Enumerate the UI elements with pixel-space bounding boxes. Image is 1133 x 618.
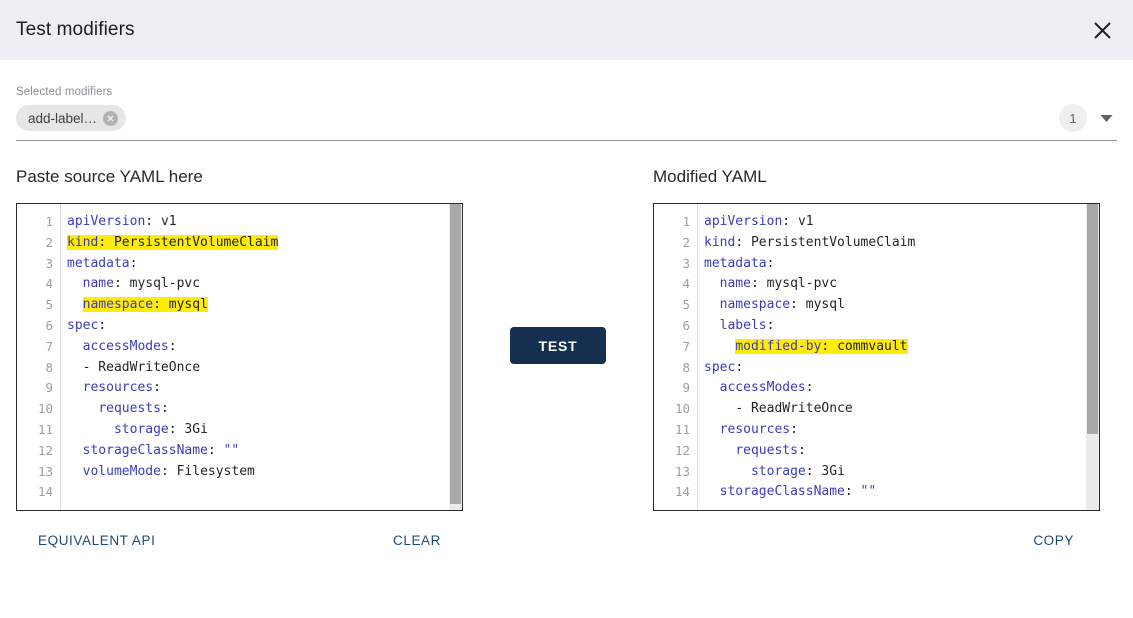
- code-line: spec:: [67, 316, 449, 337]
- line-number: 14: [17, 482, 60, 503]
- modified-scrollbar-thumb[interactable]: [1087, 204, 1098, 434]
- line-number: 3: [17, 254, 60, 275]
- line-number: 2: [654, 233, 697, 254]
- line-number: 7: [654, 337, 697, 358]
- code-line: modified-by: commvault: [704, 337, 1086, 358]
- source-scrollbar-thumb[interactable]: [450, 204, 461, 504]
- line-number: 9: [17, 378, 60, 399]
- code-line: labels:: [704, 316, 1086, 337]
- line-number: 6: [17, 316, 60, 337]
- code-line: kind: PersistentVolumeClaim: [704, 233, 1086, 254]
- modifiers-controls: 1: [1059, 104, 1117, 132]
- line-number: 10: [654, 399, 697, 420]
- dialog-header: Test modifiers: [0, 0, 1133, 60]
- source-scrollbar[interactable]: [449, 204, 462, 510]
- footer-left-group: EQUIVALENT API CLEAR: [16, 527, 463, 554]
- copy-button[interactable]: COPY: [1029, 527, 1078, 554]
- code-line: requests:: [67, 399, 449, 420]
- code-line: spec:: [704, 358, 1086, 379]
- code-line: metadata:: [67, 254, 449, 275]
- equivalent-api-button[interactable]: EQUIVALENT API: [34, 527, 159, 554]
- clear-button[interactable]: CLEAR: [389, 527, 445, 554]
- remove-circle-icon[interactable]: [103, 111, 118, 126]
- code-line: volumeMode: Filesystem: [67, 462, 449, 483]
- code-line: resources:: [67, 378, 449, 399]
- line-number: 3: [654, 254, 697, 275]
- code-line: storage: 3Gi: [67, 420, 449, 441]
- modified-yaml-panel: Modified YAML 1234567891011121314 apiVer…: [653, 167, 1100, 511]
- line-number: 1: [654, 212, 697, 233]
- source-code-content[interactable]: apiVersion: v1kind: PersistentVolumeClai…: [61, 204, 449, 510]
- line-number: 5: [654, 295, 697, 316]
- source-yaml-editor[interactable]: 1234567891011121314 apiVersion: v1kind: …: [16, 203, 463, 511]
- source-yaml-panel: Paste source YAML here 12345678910111213…: [16, 167, 463, 511]
- footer-right-group: COPY: [653, 527, 1100, 554]
- code-line: [67, 482, 449, 503]
- source-yaml-title: Paste source YAML here: [16, 167, 463, 189]
- code-line: namespace: mysql: [704, 295, 1086, 316]
- chevron-down-icon[interactable]: [1097, 109, 1115, 127]
- modified-code-content[interactable]: apiVersion: v1kind: PersistentVolumeClai…: [698, 204, 1086, 510]
- code-line: accessModes:: [67, 337, 449, 358]
- line-number: 14: [654, 482, 697, 503]
- line-number: 6: [654, 316, 697, 337]
- test-action-column: TEST: [463, 167, 653, 511]
- modified-yaml-editor[interactable]: 1234567891011121314 apiVersion: v1kind: …: [653, 203, 1100, 511]
- modifier-chip-label: add-label…: [28, 111, 97, 126]
- code-line: - ReadWriteOnce: [67, 358, 449, 379]
- page-title: Test modifiers: [16, 19, 135, 41]
- modifier-chip[interactable]: add-label…: [16, 105, 126, 131]
- code-line: metadata:: [704, 254, 1086, 275]
- status-badge: 1: [1059, 104, 1087, 132]
- line-number: 7: [17, 337, 60, 358]
- code-line: kind: PersistentVolumeClaim: [67, 233, 449, 254]
- line-number: 12: [17, 441, 60, 462]
- line-number: 11: [654, 420, 697, 441]
- line-number: 1: [17, 212, 60, 233]
- line-number: 5: [17, 295, 60, 316]
- close-button[interactable]: [1085, 13, 1119, 47]
- code-line: name: mysql-pvc: [704, 274, 1086, 295]
- modifier-count: 1: [1069, 111, 1076, 126]
- code-line: storageClassName: "": [704, 482, 1086, 503]
- line-number: 4: [654, 274, 697, 295]
- modified-line-numbers: 1234567891011121314: [654, 204, 698, 510]
- line-number: 13: [654, 462, 697, 483]
- code-line: resources:: [704, 420, 1086, 441]
- code-line: accessModes:: [704, 378, 1086, 399]
- code-line: storageClassName: "": [67, 441, 449, 462]
- editors-area: Paste source YAML here 12345678910111213…: [0, 167, 1133, 511]
- modified-yaml-title: Modified YAML: [653, 167, 1100, 189]
- code-line: storage: 3Gi: [704, 462, 1086, 483]
- line-number: 4: [17, 274, 60, 295]
- code-line: namespace: mysql: [67, 295, 449, 316]
- line-number: 8: [17, 358, 60, 379]
- code-line: name: mysql-pvc: [67, 274, 449, 295]
- source-line-numbers: 1234567891011121314: [17, 204, 61, 510]
- line-number: 9: [654, 378, 697, 399]
- line-number: 11: [17, 420, 60, 441]
- modifier-chip-list: add-label…: [16, 105, 126, 131]
- line-number: 8: [654, 358, 697, 379]
- line-number: 12: [654, 441, 697, 462]
- code-line: - ReadWriteOnce: [704, 399, 1086, 420]
- footer-actions: EQUIVALENT API CLEAR COPY: [0, 527, 1133, 554]
- modified-scrollbar[interactable]: [1086, 204, 1099, 510]
- close-icon: [1092, 20, 1113, 41]
- line-number: 10: [17, 399, 60, 420]
- code-line: requests:: [704, 441, 1086, 462]
- test-button[interactable]: TEST: [510, 327, 606, 364]
- selected-modifiers-label: Selected modifiers: [16, 86, 1117, 98]
- code-line: apiVersion: v1: [67, 212, 449, 233]
- modifiers-select-field[interactable]: add-label… 1: [16, 104, 1117, 141]
- code-line: apiVersion: v1: [704, 212, 1086, 233]
- line-number: 2: [17, 233, 60, 254]
- selected-modifiers-section: Selected modifiers add-label… 1: [0, 60, 1133, 141]
- line-number: 13: [17, 462, 60, 483]
